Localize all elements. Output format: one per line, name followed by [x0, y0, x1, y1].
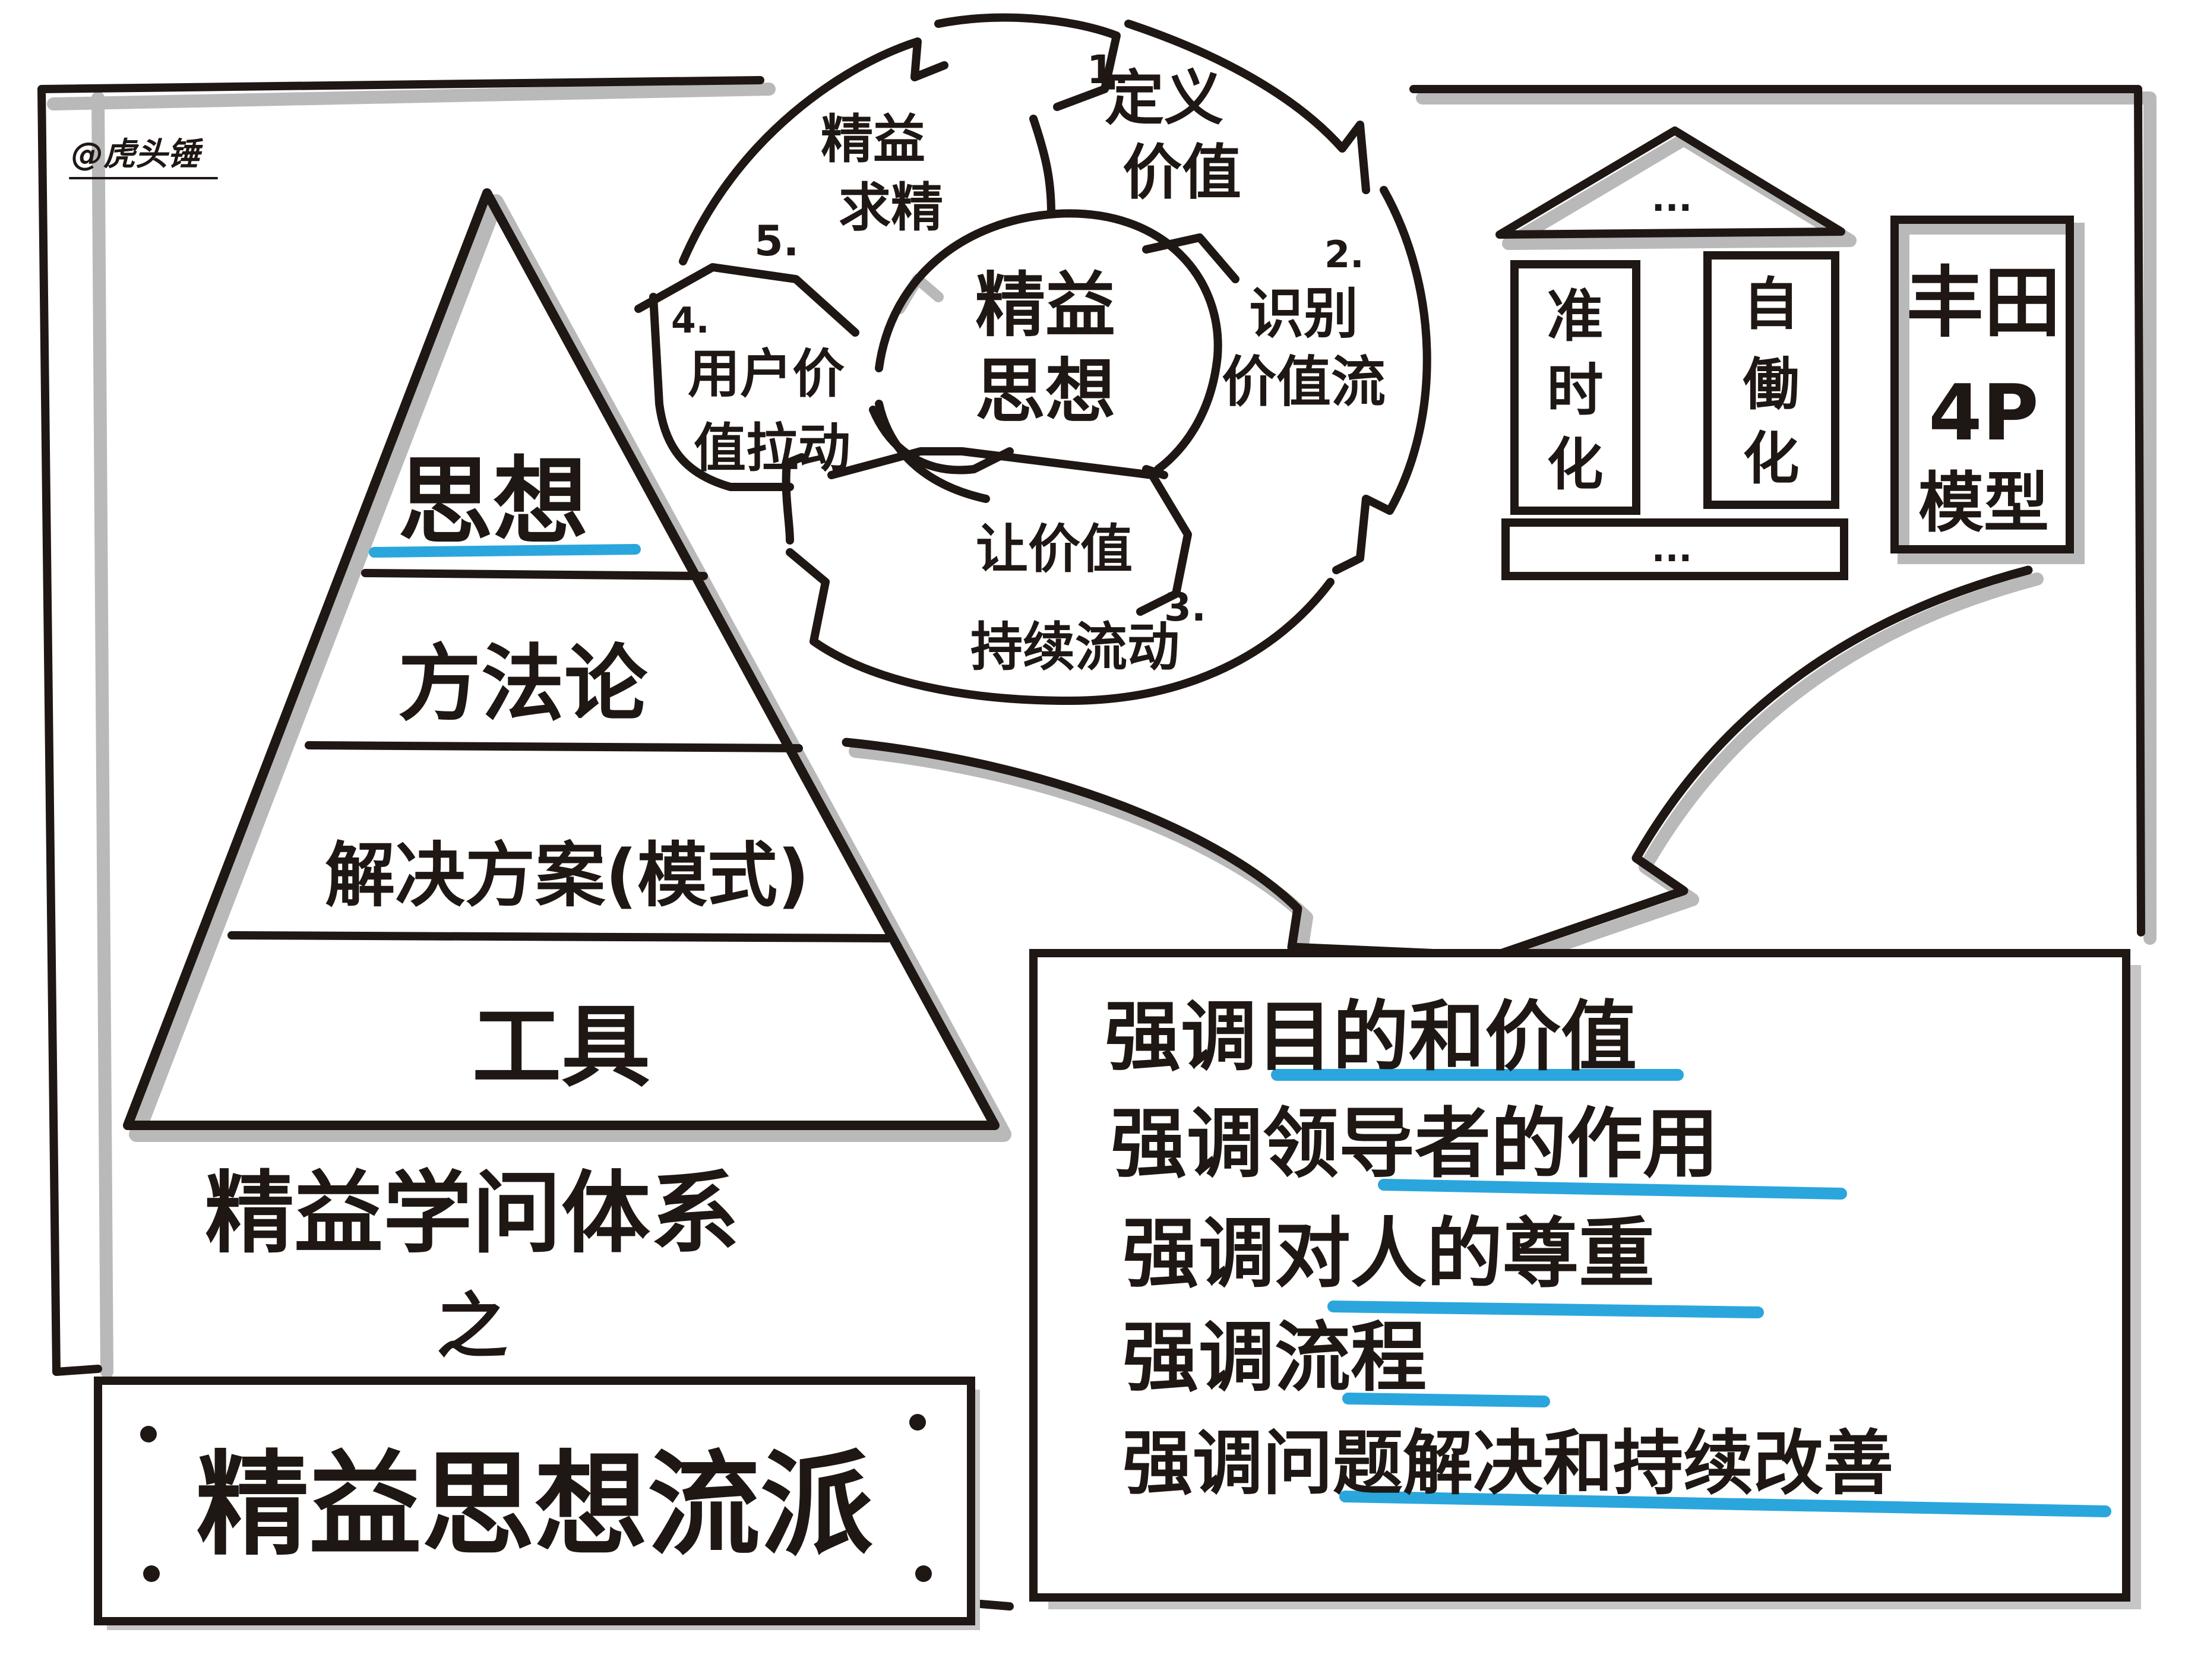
cycle-step-1-line2: 价值 [1122, 138, 1241, 207]
pillar-left-char-3: 化 [1547, 432, 1603, 498]
pillar-left-char-2: 时 [1547, 358, 1603, 423]
cycle-step-1-line1: 定义 [1105, 64, 1223, 133]
cycle-divider-4 [869, 406, 1014, 474]
model-label: 模型 [1918, 465, 2049, 541]
knowledge-pyramid: 思想 方法论 解决方案(模式) 工具 [123, 188, 1011, 1142]
cycle-center-line1: 精益 [975, 264, 1115, 346]
cycle-step-3-number: 3. [1164, 584, 1206, 630]
four-p-label: 4P [1928, 368, 2039, 458]
tps-house: ... 准 时 化 自 働 化 ... [1495, 126, 1857, 580]
lean-principles-box: 强调目的和价值 强调领导者的作用 强调对人的尊重 强调流程 强调问题解决和持续改… [1029, 949, 2141, 1609]
cycle-step-4-line2: 值拉动 [694, 417, 850, 479]
cycle-step-1-number: 1. [1087, 47, 1129, 93]
pillar-right-char-2: 働 [1743, 352, 1799, 417]
house-roof [1495, 126, 1845, 239]
toyota-4p-box: 丰田 4P 模型 [1890, 216, 2085, 564]
cycle-step-4-roof [634, 263, 859, 337]
principle-2: 强调领导者的作用 [1111, 1100, 1719, 1188]
pillar-right-char-1: 自 [1743, 272, 1799, 337]
house-base [1501, 518, 1848, 580]
lean-knowledge-system-title: 精益学问体系 [205, 1162, 739, 1265]
caption-connector: 之 [437, 1286, 508, 1368]
thought-highlight [369, 544, 641, 558]
principle-3-highlight [1327, 1301, 1764, 1318]
cycle-step-3-line2: 持续流动 [970, 616, 1180, 678]
cycle-step-5-line2: 求精 [839, 177, 943, 238]
converging-arrow [842, 565, 2044, 972]
cycle-arrow-2-to-3 [1332, 186, 1431, 574]
principle-1: 强调目的和价值 [1105, 993, 1637, 1081]
pyramid-divider-2 [305, 741, 803, 752]
pyramid-divider-3 [227, 931, 892, 942]
convergence-arrow-path [842, 565, 2033, 961]
principle-5-highlight [1339, 1491, 2111, 1517]
lean-thinking-school-box: 精益思想流派 [94, 1377, 980, 1630]
cycle-divider-2 [1142, 233, 1239, 283]
pyramid-divider-1 [361, 569, 708, 580]
house-pillar-left [1510, 260, 1640, 515]
cycle-step-4-number: 4. [671, 300, 710, 341]
cycle-arrow-3-to-4 [786, 548, 1335, 705]
pyramid-level-methodology: 方法论 [398, 636, 648, 733]
cycle-inner-ring-bottom [875, 400, 990, 503]
cycle-step-4-frame [649, 293, 794, 491]
watermark-text: @虎头锤 [71, 135, 204, 173]
principle-4-highlight [1342, 1393, 1550, 1407]
cycle-step-5-number: 5. [754, 217, 799, 265]
lean-thinking-cycle: 精益 思想 1. 定义 价值 2. 识别 价值流 让价值 持续流动 3. 4. … [634, 13, 1431, 705]
principle-4: 强调流程 [1122, 1314, 1427, 1402]
principle-2-highlight [1378, 1179, 1847, 1200]
watermark: @虎头锤 [69, 135, 218, 179]
cycle-divider-3 [1142, 465, 1168, 479]
cycle-inner-ring-top [875, 209, 1222, 473]
cycle-step-3-line1: 让价值 [976, 518, 1133, 580]
pyramid-level-thought: 思想 [398, 446, 588, 557]
house-roof-ellipsis: ... [1652, 178, 1692, 220]
cycle-arrow-4-to-5 [782, 453, 806, 545]
cycle-step-3-frame [827, 447, 1192, 616]
house-base-ellipsis: ... [1652, 529, 1692, 570]
cycle-step-2-number: 2. [1324, 233, 1364, 276]
cycle-step-5-line1: 精益 [821, 109, 925, 170]
cycle-arrow-5-to-1 [679, 37, 948, 265]
outer-frame [37, 76, 2156, 1611]
pyramid-level-tools: 工具 [472, 996, 650, 1099]
cycle-step-4-line1: 用户价 [688, 343, 845, 404]
cycle-arrow-1-to-2 [1124, 20, 1370, 194]
cycle-step-2-line1: 识别 [1249, 282, 1358, 346]
principle-5: 强调问题解决和持续改善 [1122, 1422, 1893, 1504]
house-pillar-right [1703, 251, 1839, 509]
cycle-divider-1 [1029, 115, 1055, 218]
lean-thinking-school-title: 精益思想流派 [196, 1439, 873, 1571]
principle-3: 强调对人的尊重 [1122, 1210, 1655, 1298]
cycle-arrow-1-head [934, 13, 1121, 111]
pillar-left-char-1: 准 [1547, 284, 1603, 349]
pyramid-level-solution: 解决方案(模式) [325, 834, 809, 916]
cycle-center-line2: 思想 [975, 350, 1115, 432]
cycle-step-2-line2: 价值流 [1222, 350, 1386, 414]
toyota-label: 丰田 [1906, 258, 2061, 348]
pillar-right-char-3: 化 [1743, 426, 1799, 492]
